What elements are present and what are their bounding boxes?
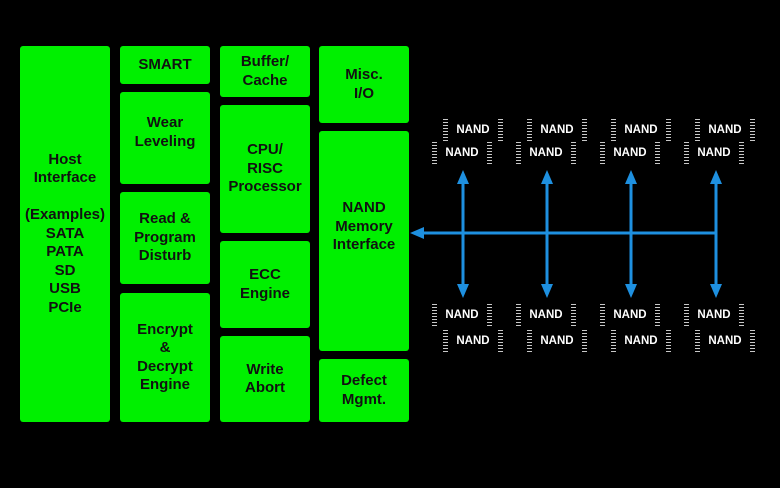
bus-arrow-left — [410, 227, 424, 239]
nand-chip-label: NAND — [697, 309, 731, 321]
channel-4-arrow-down — [710, 284, 722, 298]
write-abort-block: Write Abort — [220, 336, 310, 422]
encrypt-decrypt-block: Encrypt & Decrypt Engine — [120, 293, 210, 422]
nand-chip: NAND — [516, 142, 576, 164]
channel-3-arrow-up — [625, 170, 637, 184]
channel-1-arrow-up — [457, 170, 469, 184]
misc-io-block: Misc. I/O — [319, 46, 409, 123]
nand-chip: NAND — [695, 119, 755, 141]
nand-chip: NAND — [684, 142, 744, 164]
channel-3-arrow-down — [625, 284, 637, 298]
nand-chip-label: NAND — [445, 147, 479, 159]
nand-chip-label: NAND — [624, 335, 658, 347]
nand-chip: NAND — [684, 304, 744, 326]
channel-4-arrow-up — [710, 170, 722, 184]
nand-chip-label: NAND — [708, 124, 742, 136]
nand-chip: NAND — [516, 304, 576, 326]
nand-chip-label: NAND — [529, 309, 563, 321]
channel-2-arrow-down — [541, 284, 553, 298]
nand-chip-label: NAND — [540, 124, 574, 136]
nand-chip: NAND — [611, 330, 671, 352]
defect-mgmt-block: Defect Mgmt. — [319, 359, 409, 422]
nand-chip-label: NAND — [697, 147, 731, 159]
smart-block: SMART — [120, 46, 210, 84]
nand-chip: NAND — [432, 142, 492, 164]
nand-chip: NAND — [611, 119, 671, 141]
nand-chip-label: NAND — [624, 124, 658, 136]
nand-chip-label: NAND — [708, 335, 742, 347]
nand-chip-label: NAND — [613, 309, 647, 321]
channel-1-arrow-down — [457, 284, 469, 298]
wear-leveling-block: Wear Leveling — [120, 92, 210, 184]
nand-chip-label: NAND — [456, 335, 490, 347]
buffer-cache-block: Buffer/ Cache — [220, 46, 310, 97]
nand-chip: NAND — [443, 119, 503, 141]
nand-chip: NAND — [600, 304, 660, 326]
channel-2-arrow-up — [541, 170, 553, 184]
nand-chip: NAND — [527, 119, 587, 141]
nand-memory-interface-block: NAND Memory Interface — [319, 131, 409, 351]
cpu-risc-block: CPU/ RISC Processor — [220, 105, 310, 233]
nand-chip: NAND — [527, 330, 587, 352]
nand-chip-label: NAND — [613, 147, 647, 159]
nand-chip-label: NAND — [445, 309, 479, 321]
nand-chip: NAND — [600, 142, 660, 164]
nand-chip-label: NAND — [529, 147, 563, 159]
host-interface-block: Host Interface (Examples) SATA PATA SD U… — [20, 46, 110, 422]
nand-chip-label: NAND — [456, 124, 490, 136]
ecc-engine-block: ECC Engine — [220, 241, 310, 328]
read-program-disturb-block: Read & Program Disturb — [120, 192, 210, 284]
nand-chip: NAND — [432, 304, 492, 326]
nand-chip-label: NAND — [540, 335, 574, 347]
nand-chip: NAND — [443, 330, 503, 352]
nand-chip: NAND — [695, 330, 755, 352]
